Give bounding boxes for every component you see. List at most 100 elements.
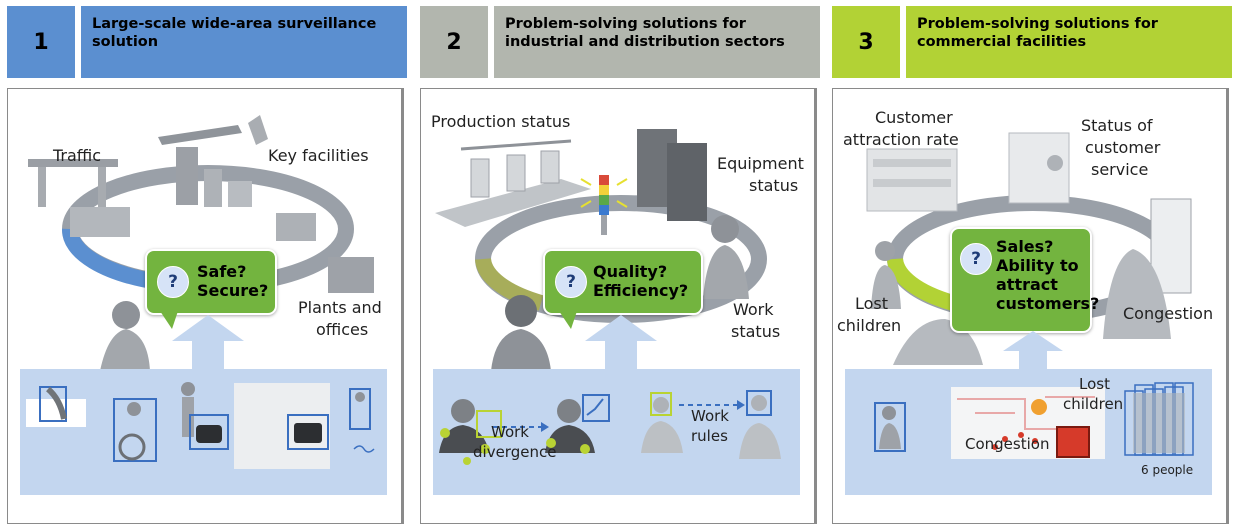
detection-box-icon bbox=[113, 398, 157, 462]
crowd-icon bbox=[1133, 393, 1185, 453]
clerk-icon bbox=[1047, 155, 1063, 171]
work-analysis-scenes bbox=[439, 390, 781, 465]
label-attraction-line1: Customer bbox=[875, 108, 953, 127]
label-traffic: Traffic bbox=[53, 146, 102, 165]
congestion-zone bbox=[1056, 426, 1090, 458]
building-icon bbox=[70, 207, 130, 237]
railway-icon bbox=[28, 159, 118, 167]
child-icon bbox=[882, 406, 896, 420]
worker-icon bbox=[557, 399, 581, 423]
crouching-person-icon bbox=[45, 386, 67, 420]
work-marker bbox=[476, 410, 502, 438]
solution-column-2: 2 Problem-solving solutions for industri… bbox=[420, 0, 820, 524]
work-marker bbox=[650, 392, 672, 416]
label-attraction-line2: attraction rate bbox=[843, 130, 959, 149]
label-work-rules-line2: rules bbox=[691, 427, 728, 445]
bubble-line3: attract bbox=[996, 275, 1058, 294]
label-production-status: Production status bbox=[431, 112, 571, 131]
label-people-count: 6 people bbox=[1141, 463, 1194, 477]
walking-person-icon bbox=[355, 392, 365, 402]
label-lost-children-line1: Lost bbox=[855, 294, 889, 313]
solution-panel: Traffic Key facilities Plants and office… bbox=[7, 88, 404, 524]
label-service-line3: service bbox=[1091, 160, 1149, 179]
question-mark-icon: ? bbox=[960, 243, 992, 275]
label-plants-line1: Plants and bbox=[298, 298, 382, 317]
child-icon bbox=[875, 241, 895, 261]
bubble-line2: Secure? bbox=[197, 281, 269, 300]
worker-icon bbox=[653, 397, 669, 413]
bubble-line4: customers? bbox=[996, 294, 1100, 313]
label-work-divergence-line2: divergence bbox=[473, 443, 557, 461]
detection-box-icon bbox=[746, 390, 772, 416]
solution-title: Problem-solving solutions for commercial… bbox=[906, 6, 1232, 78]
label-work-rules-line1: Work bbox=[691, 407, 729, 425]
factory-icon bbox=[276, 213, 316, 241]
camera-feed-strip bbox=[20, 369, 387, 495]
solution-number: 1 bbox=[7, 6, 75, 78]
question-mark-icon: ? bbox=[157, 266, 189, 298]
question-bubble: ? Quality? Efficiency? bbox=[543, 249, 703, 315]
bubble-line1: Quality? bbox=[593, 262, 668, 281]
bubble-tail bbox=[160, 311, 178, 329]
up-arrow-icon bbox=[1003, 331, 1063, 373]
camera-feed-strip: Lost children Congestion 6 people bbox=[845, 369, 1212, 495]
tower-icon bbox=[176, 147, 198, 205]
office-icon bbox=[328, 257, 374, 293]
label-equipment-line1: Equipment bbox=[717, 154, 804, 173]
detection-box-icon bbox=[582, 394, 610, 422]
person-with-bag-icon bbox=[181, 382, 195, 396]
solution-number: 2 bbox=[420, 6, 488, 78]
solution-panel: Production status Equipment status Work … bbox=[420, 88, 817, 524]
detection-box-icon bbox=[874, 402, 906, 452]
label-service-line1: Status of bbox=[1081, 116, 1153, 135]
ring-highlight bbox=[887, 257, 956, 311]
store-illustration bbox=[866, 132, 1192, 365]
bubble-line2: Efficiency? bbox=[593, 281, 689, 300]
worker-icon bbox=[711, 215, 739, 243]
bubble-line2: Ability to bbox=[996, 256, 1079, 275]
ring-highlight bbox=[62, 228, 160, 290]
detection-box-icon bbox=[189, 414, 229, 450]
detection-box-icon bbox=[39, 386, 67, 422]
solution-panel: Customer attraction rate Status of custo… bbox=[832, 88, 1229, 524]
camera-feed-strip: Work divergence Work rules bbox=[433, 369, 800, 495]
solution-number: 3 bbox=[832, 6, 900, 78]
bubble-line1: Sales? bbox=[996, 237, 1054, 256]
officer-icon bbox=[112, 301, 140, 329]
detection-box-icon bbox=[287, 414, 329, 450]
bubble-line1: Safe? bbox=[197, 262, 247, 281]
ring-highlight bbox=[475, 257, 544, 311]
crowd-icon bbox=[1103, 249, 1171, 339]
signal-tower-icon bbox=[599, 175, 609, 185]
label-lost-children-line2: children bbox=[837, 316, 902, 335]
label-work-status-line2: status bbox=[731, 322, 781, 341]
conveyor-icon bbox=[435, 179, 591, 227]
label-strip-lost-line1: Lost bbox=[1079, 375, 1110, 393]
solution-title: Problem-solving solutions for industrial… bbox=[494, 6, 820, 78]
wheelchair-user-icon bbox=[127, 402, 141, 416]
detection-box-icon bbox=[349, 388, 371, 430]
detection-scenes bbox=[26, 382, 375, 469]
solution-column-3: 3 Problem-solving solutions for commerci… bbox=[832, 0, 1232, 524]
label-key-facilities: Key facilities bbox=[268, 146, 369, 165]
question-bubble: ? Safe? Secure? bbox=[145, 249, 277, 315]
question-mark-icon: ? bbox=[555, 266, 587, 298]
bubble-tail bbox=[559, 311, 577, 329]
label-plants-line2: offices bbox=[316, 320, 369, 339]
label-strip-congestion: Congestion bbox=[965, 435, 1050, 453]
solution-title: Large-scale wide-area surveillance solut… bbox=[81, 6, 407, 78]
worker-icon bbox=[505, 295, 537, 327]
analytics-scenes bbox=[874, 382, 1194, 459]
solution-column-1: 1 Large-scale wide-area surveillance sol… bbox=[7, 0, 407, 524]
question-bubble: ? Sales? Ability to attract customers? bbox=[950, 227, 1099, 333]
worker-icon bbox=[751, 395, 767, 411]
label-service-line2: customer bbox=[1085, 138, 1161, 157]
label-strip-lost-line2: children bbox=[1063, 395, 1124, 413]
label-work-divergence-line1: Work bbox=[491, 423, 529, 441]
factory-illustration bbox=[435, 129, 767, 371]
bridge-icon bbox=[158, 125, 242, 145]
worker-icon bbox=[451, 399, 475, 423]
entrance-door-icon bbox=[1150, 198, 1192, 294]
label-congestion: Congestion bbox=[1123, 304, 1214, 323]
up-arrow-icon bbox=[585, 315, 657, 373]
